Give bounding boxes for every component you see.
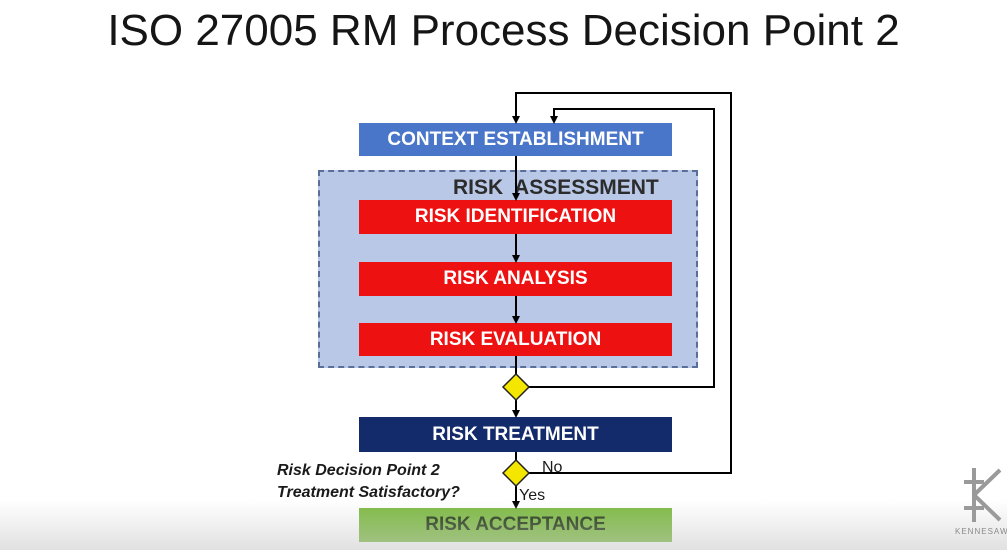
- decision-point-1-diamond: [501, 372, 531, 402]
- risk-evaluation-box: RISK EVALUATION: [359, 323, 672, 356]
- decision-point-2-diamond: [501, 458, 531, 488]
- risk-identification-box: RISK IDENTIFICATION: [359, 200, 672, 234]
- context-establishment-box: CONTEXT ESTABLISHMENT: [359, 123, 672, 156]
- university-logo-icon: [964, 468, 1002, 522]
- decision-point-2-line2: Treatment Satisfactory?: [277, 484, 460, 501]
- loop-decision1-to-context: [529, 108, 715, 388]
- slide-title: ISO 27005 RM Process Decision Point 2: [107, 6, 900, 55]
- yes-branch-label: Yes: [519, 487, 546, 504]
- risk-analysis-box: RISK ANALYSIS: [359, 262, 672, 296]
- risk-treatment-box: RISK TREATMENT: [359, 417, 672, 452]
- decision-point-2-line1: Risk Decision Point 2: [277, 462, 440, 479]
- decision-point-2-label: Risk Decision Point 2 Treatment Satisfac…: [277, 460, 460, 504]
- risk-assessment-label: RISK ASSESSMENT: [453, 176, 659, 199]
- no-branch-label: No: [542, 459, 563, 476]
- loop-decision2-to-context: [512, 92, 732, 474]
- logo-text: KENNESAW: [955, 527, 1007, 536]
